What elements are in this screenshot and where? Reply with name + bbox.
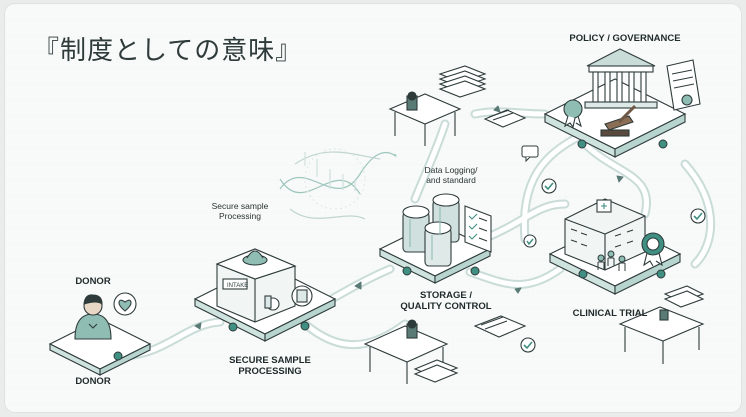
policy-platform <box>543 78 687 158</box>
page-title: 『制度としての意味』 <box>33 36 303 66</box>
policy-label: POLICY / GOVERNANCE <box>569 33 681 44</box>
diagram-canvas: INTAKE 『制度としての意味』 DONOR DONOR Secure sam… <box>5 4 741 412</box>
storage-label-2: QUALITY CONTROL <box>400 301 492 312</box>
waste-bin-icon <box>291 285 313 307</box>
trial-desk <box>618 285 705 364</box>
certificate-icon <box>666 59 701 111</box>
qc-desk <box>363 315 527 384</box>
donor-platform <box>48 318 152 376</box>
courthouse-icon <box>584 48 658 109</box>
checklist-icon <box>464 205 492 253</box>
diagram-graphics: INTAKE <box>5 4 741 412</box>
processing-machine <box>215 248 297 323</box>
secure-sample-caption-2: Processing <box>218 211 262 221</box>
gavel-icon <box>600 104 637 137</box>
data-logging-caption-1: Data Logging/ <box>424 165 478 175</box>
storage-label-1: STORAGE / <box>419 290 473 301</box>
check-icon <box>523 234 537 248</box>
box-sign: INTAKE <box>227 283 248 289</box>
secure-processing-label-2: PROCESSING <box>238 366 302 377</box>
cryo-tanks <box>402 193 460 267</box>
file-stack-icon <box>438 65 527 128</box>
ribbon-badge-icon <box>641 232 665 267</box>
secure-processing-label-1: SECURE SAMPLE <box>229 355 311 366</box>
records-desk <box>388 91 462 146</box>
flow-lanes <box>115 105 716 361</box>
clinical-trial-label: CLINICAL TRIAL <box>572 308 648 319</box>
check-icon <box>520 337 536 353</box>
check-icon <box>690 208 706 224</box>
dna-helix-icon <box>279 148 397 220</box>
check-icon <box>541 178 557 194</box>
heart-monitor-icon <box>113 292 137 316</box>
ribbon-badge-icon <box>563 99 583 129</box>
flow-node <box>113 351 123 361</box>
data-logging-caption-2: and standard <box>426 175 476 185</box>
person-icon <box>74 294 112 340</box>
secure-sample-caption-1: Secure sample <box>211 201 269 211</box>
donor-label-top: DONOR <box>75 276 111 287</box>
chat-icon <box>521 145 539 163</box>
donor-label-bottom: DONOR <box>75 376 111 387</box>
patients-icon <box>597 250 626 271</box>
